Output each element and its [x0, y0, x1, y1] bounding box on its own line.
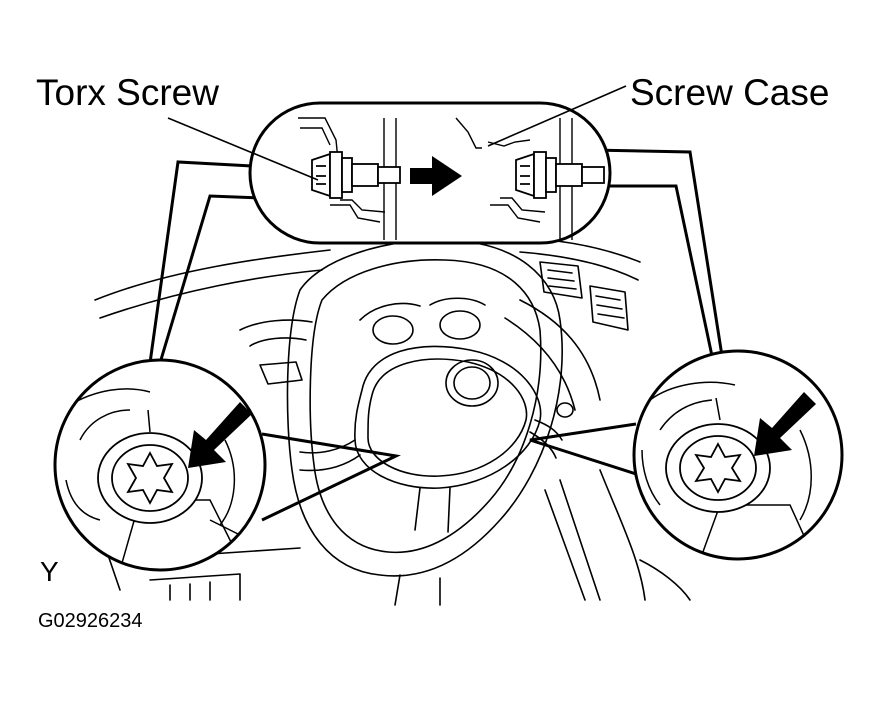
torx-screw-leader [167, 117, 319, 181]
figure-code-label: G02926234 [38, 610, 143, 632]
torx-screw-left [311, 151, 401, 199]
arrow-right-icon [410, 156, 462, 196]
screw-case-leader [487, 85, 627, 147]
arrow-down-left-icon [754, 392, 816, 456]
screw-case-right [515, 151, 605, 199]
right-screw-detail [632, 349, 844, 561]
callout-lines [148, 148, 724, 522]
view-marker-label: Y [40, 556, 59, 587]
label-leaders [167, 85, 627, 181]
arrow-down-left-icon [188, 402, 252, 468]
left-screw-detail [53, 358, 267, 572]
torx-screw-label: Torx Screw [36, 72, 219, 113]
dashboard-background [94, 237, 691, 606]
screw-case-label: Screw Case [630, 72, 830, 113]
left-torx-head [97, 432, 203, 524]
screw-detail-inset [248, 101, 612, 245]
right-torx-head [665, 423, 771, 513]
